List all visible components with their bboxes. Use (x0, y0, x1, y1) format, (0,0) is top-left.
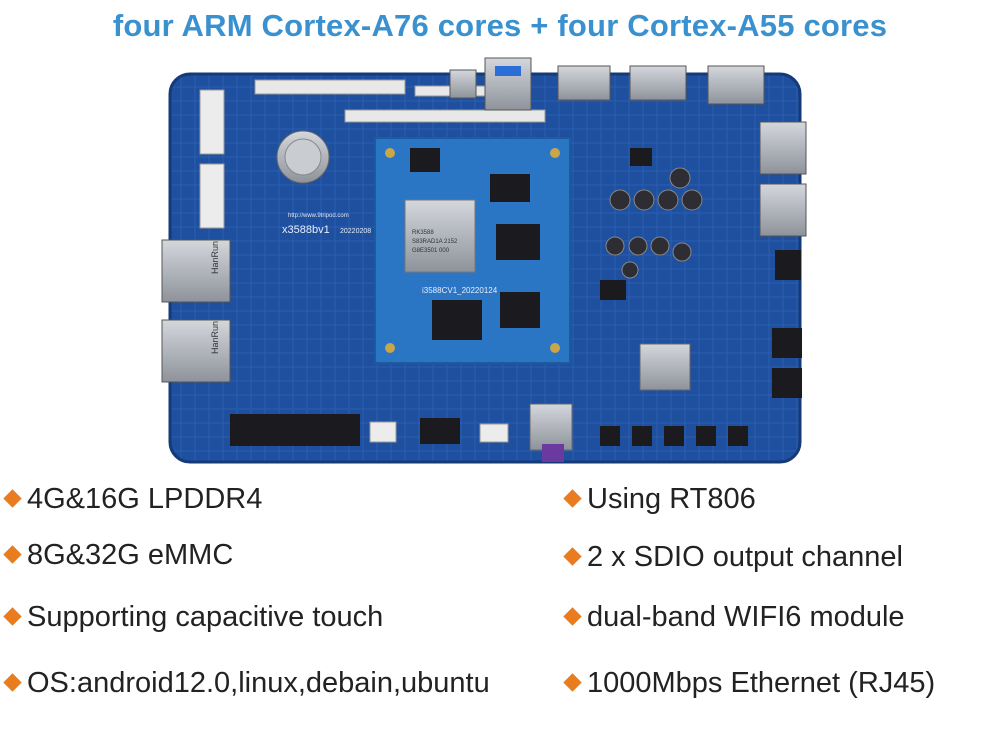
connector (369, 421, 397, 443)
diamond-icon (563, 673, 582, 692)
hdmi-port (707, 65, 765, 105)
audio-jack (772, 328, 802, 358)
diamond-icon (563, 489, 582, 508)
fpc-connector (254, 79, 406, 95)
usb-a-port (759, 183, 807, 237)
feature-item: 4G&16G LPDDR4 (3, 482, 263, 516)
feature-item: 2 x SDIO output channel (563, 540, 903, 574)
feature-text: 2 x SDIO output channel (587, 541, 903, 573)
sata-port (420, 418, 460, 444)
feature-item: Using RT806 (563, 482, 756, 516)
usb-c-port (449, 69, 477, 99)
rj45-jack: HanRun (161, 319, 231, 383)
headline: four ARM Cortex-A76 cores + four Cortex-… (112, 8, 888, 43)
audio-jack (772, 368, 802, 398)
silk-model: x3588bv1 (282, 224, 330, 236)
feature-item: dual-band WIFI6 module (563, 600, 905, 634)
connector (479, 423, 509, 443)
capacitor-array (605, 167, 703, 279)
fpc-connector (199, 89, 225, 155)
silk-date: 20220208 (340, 228, 371, 235)
ic-chip (630, 148, 652, 166)
feature-item: 8G&32G eMMC (3, 538, 234, 572)
ic-chip (600, 280, 626, 300)
feature-text: Using RT806 (587, 483, 756, 515)
diamond-icon (3, 673, 22, 692)
soc-line-3: G8E3501 000 (412, 248, 450, 254)
jack-brand: HanRun (210, 321, 220, 354)
sd-card (542, 444, 564, 462)
soc-line-2: S83RAD1A 2152 (412, 239, 458, 245)
jack-brand: HanRun (210, 241, 220, 274)
usb3-port (484, 57, 532, 111)
power-jack (775, 250, 801, 280)
diamond-icon (563, 607, 582, 626)
feature-item: Supporting capacitive touch (3, 600, 384, 634)
fpc-connector (344, 109, 546, 123)
diamond-icon (563, 547, 582, 566)
rj45-jack: HanRun (161, 239, 231, 303)
usb-a-port (759, 121, 807, 175)
sd-card-slot (529, 403, 573, 451)
ram-chip (432, 300, 482, 340)
soc-chip: RK3588 S83RAD1A 2152 G8E3501 000 (404, 199, 476, 273)
usb3-tongue (495, 66, 521, 76)
feature-item: OS:android12.0,linux,debain,ubuntu (3, 666, 490, 700)
m2-slot (230, 414, 360, 446)
board-photo: HanRun HanRun http://www.9tripod.com x35… (160, 52, 820, 472)
feature-text: 8G&32G eMMC (27, 539, 234, 571)
fpc-connector (199, 163, 225, 229)
ic-chip (410, 148, 440, 172)
tact-buttons (600, 426, 748, 446)
silk-url: http://www.9tripod.com (288, 213, 349, 219)
som-label: i3588CV1_20220124 (422, 286, 498, 295)
soc-line-1: RK3588 (412, 230, 434, 236)
wifi-module (639, 343, 691, 391)
feature-text: 1000Mbps Ethernet (RJ45) (587, 667, 936, 699)
feature-item: 1000Mbps Ethernet (RJ45) (563, 666, 936, 700)
feature-text: OS:android12.0,linux,debain,ubuntu (27, 667, 490, 699)
feature-list: 4G&16G LPDDR4 8G&32G eMMC Supporting cap… (0, 470, 1000, 742)
emmc-chip (500, 292, 540, 328)
hdmi-port (557, 65, 611, 101)
board-illustration: HanRun HanRun http://www.9tripod.com x35… (161, 57, 807, 464)
ic-chip (490, 174, 530, 202)
ram-chip (496, 224, 540, 260)
diamond-icon (3, 489, 22, 508)
diamond-icon (3, 545, 22, 564)
feature-text: dual-band WIFI6 module (587, 601, 905, 633)
hdmi-port (629, 65, 687, 101)
diamond-icon (3, 607, 22, 626)
feature-text: 4G&16G LPDDR4 (27, 483, 263, 515)
feature-text: Supporting capacitive touch (27, 601, 384, 633)
